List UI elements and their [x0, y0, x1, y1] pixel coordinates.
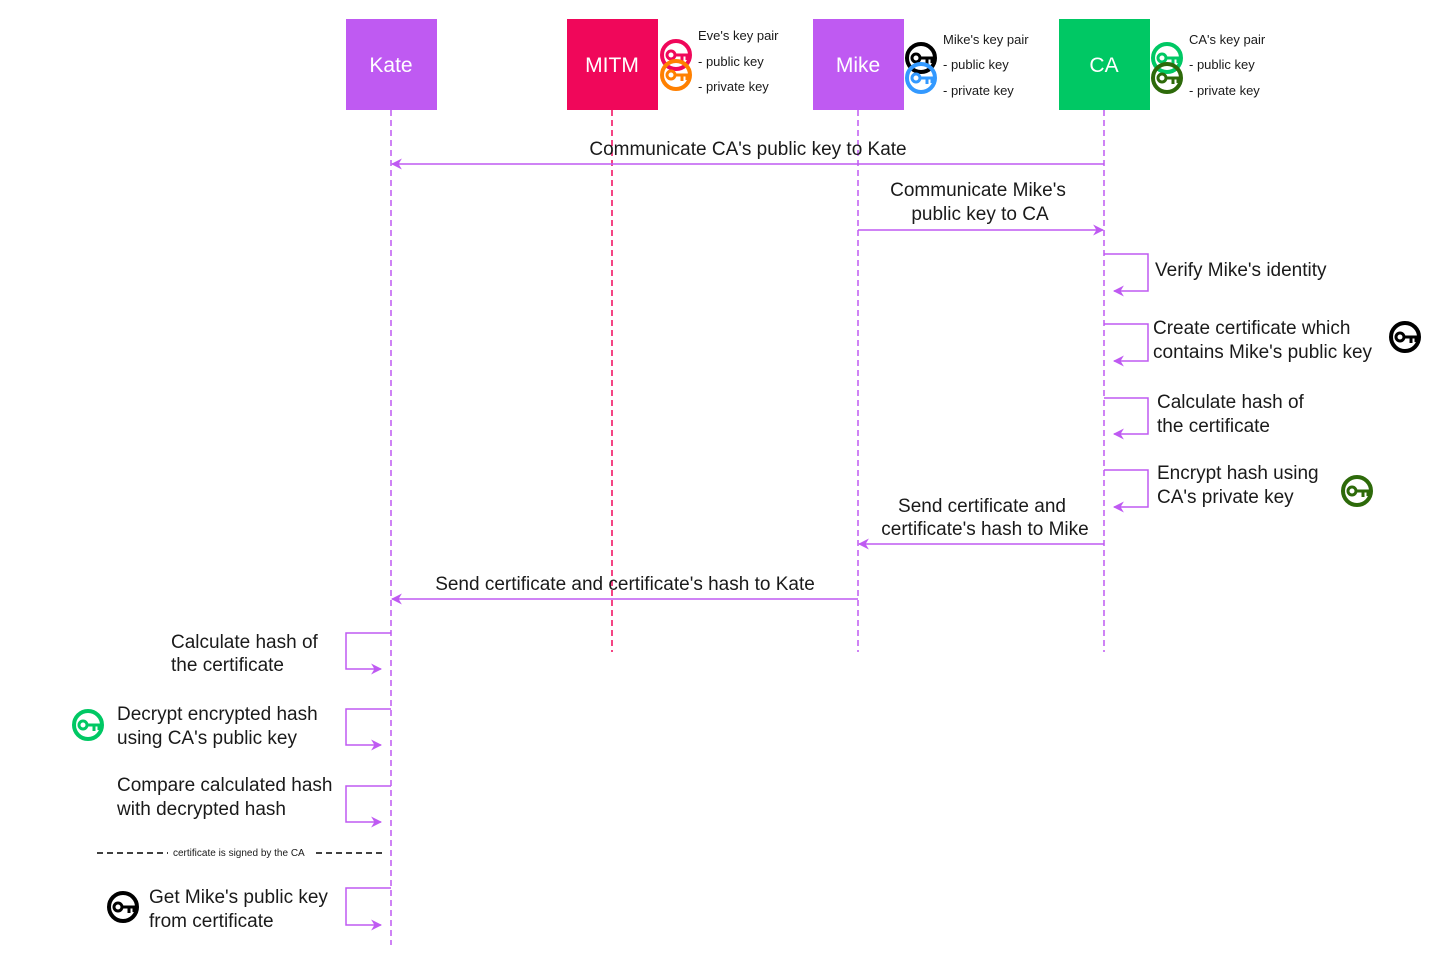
kate-step-getkey-line1: Get Mike's public key [149, 887, 328, 908]
mike-key-pair-note: Mike's key pair - public key - private k… [905, 32, 1029, 98]
ca-key-pair-note: CA's key pair - public key - private key [1151, 32, 1266, 98]
mike-public-key-label: - public key [943, 57, 1009, 72]
message-ca-to-mike: Send certificate and certificate's hash … [857, 496, 1104, 550]
ca-step-create-certificate: Create certificate which contains Mike's… [1104, 318, 1421, 367]
kate-step-decrypt-line1: Decrypt encrypted hash [117, 704, 318, 725]
ca-step-verify: Verify Mike's identity [1104, 253, 1327, 297]
message-ca-to-mike-line1: Send certificate and [898, 496, 1066, 517]
actor-mike-label: Mike [836, 54, 880, 77]
message-mike-to-kate: Send certificate and certificate's hash … [390, 574, 858, 605]
kate-step-compare-hash: Compare calculated hash with decrypted h… [116, 775, 391, 828]
message-mike-to-ca-line2: public key to CA [911, 204, 1049, 225]
ca-step-encrypt-hash: Encrypt hash using CA's private key [1104, 463, 1373, 513]
message-ca-to-mike-line2: certificate's hash to Mike [881, 519, 1088, 540]
ca-step-encrypt-line1: Encrypt hash using [1157, 463, 1319, 484]
eve-private-key-label: - private key [698, 79, 769, 94]
ca-step-create-line1: Create certificate which [1153, 318, 1350, 339]
ca-step-create-line2: contains Mike's public key [1153, 342, 1373, 363]
eve-public-key-label: - public key [698, 54, 764, 69]
signed-divider: certificate is signed by the CA [97, 848, 386, 859]
signed-divider-label: certificate is signed by the CA [173, 848, 305, 859]
actor-kate-label: Kate [369, 54, 412, 77]
eve-key-pair-note: Eve's key pair - public key - private ke… [660, 28, 779, 94]
message-mike-to-kate-label: Send certificate and certificate's hash … [435, 574, 815, 595]
mike-public-key-icon [1389, 321, 1421, 353]
ca-key-pair-title: CA's key pair [1189, 32, 1266, 47]
ca-step-verify-label: Verify Mike's identity [1155, 260, 1327, 281]
ca-step-encrypt-line2: CA's private key [1157, 487, 1294, 508]
kate-step-compare-line1: Compare calculated hash [117, 775, 332, 796]
actor-ca-label: CA [1089, 54, 1118, 77]
actor-mike: Mike [813, 19, 904, 110]
mike-private-key-label: - private key [943, 83, 1014, 98]
message-mike-to-ca: Communicate Mike's public key to CA [858, 180, 1105, 236]
kate-step-calculate-hash: Calculate hash of the certificate [171, 632, 391, 676]
ca-step-hash-line2: the certificate [1157, 416, 1270, 437]
actor-mitm: MITM [567, 19, 658, 110]
mike-private-key-icon [905, 62, 937, 94]
ca-step-calculate-hash: Calculate hash of the certificate [1104, 392, 1305, 440]
kate-step-getkey-line2: from certificate [149, 911, 274, 932]
actor-ca: CA [1059, 19, 1150, 110]
ca-private-key-icon [1151, 62, 1183, 94]
kate-step-compare-line2: with decrypted hash [116, 799, 286, 820]
eve-key-pair-title: Eve's key pair [698, 28, 779, 43]
kate-step-decrypt-line2: using CA's public key [117, 728, 297, 749]
ca-private-key-label: - private key [1189, 83, 1260, 98]
ca-step-hash-line1: Calculate hash of [1157, 392, 1305, 413]
ca-public-key-icon [72, 709, 104, 741]
actor-kate: Kate [346, 19, 437, 110]
eve-private-key-icon [660, 59, 692, 91]
actor-mitm-label: MITM [585, 54, 639, 77]
mike-key-pair-title: Mike's key pair [943, 32, 1029, 47]
message-mike-to-ca-line1: Communicate Mike's [890, 180, 1066, 201]
message-ca-to-kate: Communicate CA's public key to Kate [390, 139, 1104, 170]
message-ca-to-kate-label: Communicate CA's public key to Kate [589, 139, 906, 160]
kate-step-decrypt-hash: Decrypt encrypted hash using CA's public… [72, 704, 391, 751]
ca-private-key-icon [1341, 475, 1373, 507]
kate-step-get-public-key: Get Mike's public key from certificate [107, 887, 391, 932]
kate-step-hash-line1: Calculate hash of [171, 632, 319, 653]
mike-public-key-icon [107, 891, 139, 923]
ca-public-key-label: - public key [1189, 57, 1255, 72]
kate-step-hash-line2: the certificate [171, 655, 284, 676]
